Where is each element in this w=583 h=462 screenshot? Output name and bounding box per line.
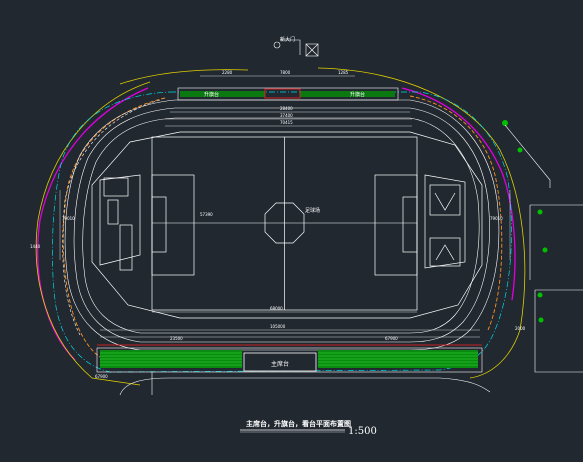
field-octagon — [91, 131, 483, 319]
dim-stand-length: 57390 — [200, 212, 213, 217]
top-stand-green-left — [180, 91, 265, 97]
dim-top-2: 7800 — [280, 70, 291, 75]
dim-top-inner-3: 70415 — [280, 120, 293, 125]
road-edge-top-left — [119, 69, 249, 85]
center-circle — [264, 202, 305, 244]
right-throw-box-2 — [429, 237, 461, 267]
track-inner-line — [82, 117, 480, 334]
dim-top-1: 2280 — [222, 70, 233, 75]
top-stand — [177, 87, 399, 101]
dim-bottom-seg-1: 23500 — [170, 336, 183, 341]
right-roads — [119, 124, 583, 396]
gate-label: 新大门 — [280, 36, 295, 43]
dim-bottom-3: 2000 — [515, 326, 526, 331]
main-stand-box — [243, 352, 317, 372]
dim-top-inner-1: 28400 — [280, 106, 293, 111]
dim-top-3: 1285 — [338, 70, 349, 75]
right-field-events-zone — [424, 174, 466, 269]
field-label: 足球场 — [305, 207, 320, 214]
field-boundary — [91, 131, 483, 319]
drawing-title: 主席台，升旗台，看台平面布置图 — [246, 419, 351, 428]
gate-path — [280, 39, 301, 55]
gate — [273, 39, 319, 57]
left-small-pit — [107, 199, 119, 225]
road-edge-left — [35, 81, 151, 386]
right-throw-sector-box — [429, 184, 461, 216]
drawing-scale: 1:500 — [348, 426, 377, 437]
main-stand-label: 主席台 — [271, 360, 289, 368]
top-stand-label-left: 升旗台 — [204, 91, 219, 98]
gate-marker — [273, 41, 281, 49]
road-edge-right — [317, 67, 526, 379]
orange-dashed-left — [62, 97, 166, 361]
dim-field-length: 105000 — [270, 324, 286, 329]
dim-bottom-seg-2: 67900 — [385, 336, 398, 341]
track-lane-line — [73, 107, 490, 343]
magenta-boundary-right — [401, 87, 516, 301]
right-throw-sector-1 — [434, 192, 456, 211]
main-stand-outline — [96, 347, 483, 373]
left-goal-area — [151, 196, 167, 253]
dim-top-inner-2: 37400 — [280, 113, 293, 118]
white-dashed-left — [62, 99, 161, 336]
gate-box — [305, 43, 319, 57]
left-jump-pit — [103, 177, 129, 197]
dimension-lines — [59, 75, 511, 338]
top-stand-red-box — [264, 88, 301, 99]
top-stand-label-right: 升旗台 — [350, 91, 365, 98]
trees — [502, 120, 548, 323]
orange-dashed-right — [409, 95, 503, 331]
dim-bottom-1: 67900 — [95, 374, 108, 379]
magenta-boundary-left — [37, 87, 149, 361]
top-stand-green-right — [300, 91, 395, 97]
football-pitch — [99, 136, 466, 311]
dim-side-right: 79010 — [490, 216, 503, 221]
dim-bottom-2: 1440 — [30, 244, 41, 249]
left-runway — [119, 224, 133, 271]
right-throw-sector-2 — [435, 244, 455, 261]
dim-side-left: 79010 — [62, 216, 75, 221]
top-stand-outline — [177, 87, 399, 101]
dim-field-width: 68000 — [270, 306, 283, 311]
main-stand-seat-rows — [100, 352, 478, 366]
right-goal-area — [402, 196, 418, 253]
main-stand — [96, 344, 483, 373]
left-field-events-zone — [99, 174, 141, 266]
